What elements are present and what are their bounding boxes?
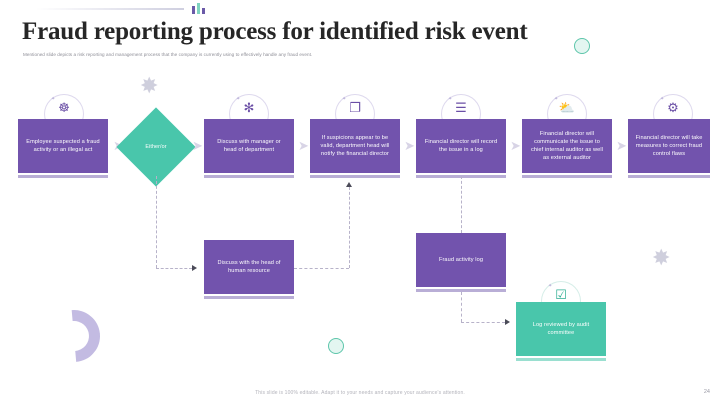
step-hr-label: Discuss with the head of human resource <box>217 259 281 274</box>
step-audit-box[interactable]: Log reviewed by audit committee <box>516 302 606 356</box>
clipboard-check-icon: ☑ <box>555 288 567 303</box>
connector-log-to-audit <box>461 322 505 323</box>
connector-hr-to-step3 <box>294 268 349 269</box>
spark-icon: ✦ <box>554 96 559 102</box>
teal-ring-decoration-bottom <box>328 338 344 354</box>
gear-settings-icon: ⚙ <box>667 101 679 116</box>
connector-step4-down <box>461 176 462 233</box>
arrowhead-to-step3 <box>345 182 352 187</box>
step-2-label: Discuss with manager or head of departme… <box>217 138 281 153</box>
step-log-box[interactable]: Fraud activity log <box>416 233 506 287</box>
spark-icon: ✦ <box>51 96 56 102</box>
arrow-step2-to-step3: ➤ <box>298 139 309 154</box>
step-5-label: Financial director will communicate the … <box>530 130 604 162</box>
connector-decision-to-hr <box>156 268 192 269</box>
connector-log-down <box>461 292 462 322</box>
step-6-box[interactable]: Financial director will take measures to… <box>628 119 710 173</box>
two-persons-icon: ⛅ <box>558 101 576 116</box>
page-number: 24 <box>703 389 710 395</box>
step-log-box-shadow <box>416 289 506 292</box>
spark-icon: ✦ <box>660 96 665 102</box>
spark-icon: ✦ <box>236 96 241 102</box>
brand-logo-icon <box>192 2 208 14</box>
step-4-box[interactable]: Financial director will record the issue… <box>416 119 506 173</box>
step-2-box[interactable]: Discuss with manager or head of departme… <box>204 119 294 173</box>
asterisk-decoration-left: ✸ <box>140 74 159 99</box>
connector-step3-up <box>349 187 350 268</box>
step-audit-box-shadow <box>516 358 606 361</box>
people-discussion-icon: ✻ <box>243 101 255 116</box>
page-subtitle: Mentioned slide depicts a risk reporting… <box>23 52 313 57</box>
arrow-decision-to-step2: ➤ <box>192 139 203 154</box>
step-log-label: Fraud activity log <box>438 256 484 263</box>
step-4-label: Financial director will record the issue… <box>424 138 498 153</box>
arrow-step4-to-step5: ➤ <box>510 139 521 154</box>
arrow-step3-to-step4: ➤ <box>404 139 415 154</box>
documents-icon: ❐ <box>349 101 361 116</box>
step-1-label: Employee suspected a fraud activity or a… <box>26 138 100 153</box>
decision-label: Either/or <box>145 144 167 150</box>
step-3-label: If suspicions appear to be valid, depart… <box>320 134 390 158</box>
step-hr-box[interactable]: Discuss with the head of human resource <box>204 240 294 294</box>
header-accent-rule <box>36 8 184 10</box>
spark-icon: ✦ <box>448 96 453 102</box>
step-3-box-shadow <box>310 175 400 178</box>
step-hr-box-shadow <box>204 296 294 299</box>
step-5-box-shadow <box>522 175 612 178</box>
logbook-icon: ☰ <box>455 101 467 116</box>
step-1-box-shadow <box>18 175 108 178</box>
magnifier-fraud-icon: ☸ <box>58 101 70 116</box>
spark-icon: ✦ <box>548 283 553 289</box>
step-6-box-shadow <box>628 175 710 178</box>
spark-icon: ✦ <box>342 96 347 102</box>
arrow-step5-to-step6: ➤ <box>616 139 627 154</box>
step-2-box-shadow <box>204 175 294 178</box>
step-audit-label: Log reviewed by audit committee <box>532 321 590 336</box>
step-1-box[interactable]: Employee suspected a fraud activity or a… <box>18 119 108 173</box>
teal-ring-decoration-top <box>574 38 590 54</box>
page-title: Fraud reporting process for identified r… <box>22 18 528 45</box>
step-5-box[interactable]: Financial director will communicate the … <box>522 119 612 173</box>
connector-decision-down <box>156 176 157 268</box>
arc-decoration <box>37 299 111 373</box>
arrowhead-to-hr-box <box>192 264 197 271</box>
editable-note: This slide is 100% editable. Adapt it to… <box>255 390 465 396</box>
step-3-box[interactable]: If suspicions appear to be valid, depart… <box>310 119 400 173</box>
step-6-label: Financial director will take measures to… <box>635 134 703 158</box>
arrowhead-to-audit-box <box>505 318 510 325</box>
asterisk-decoration-right: ✸ <box>652 246 671 271</box>
